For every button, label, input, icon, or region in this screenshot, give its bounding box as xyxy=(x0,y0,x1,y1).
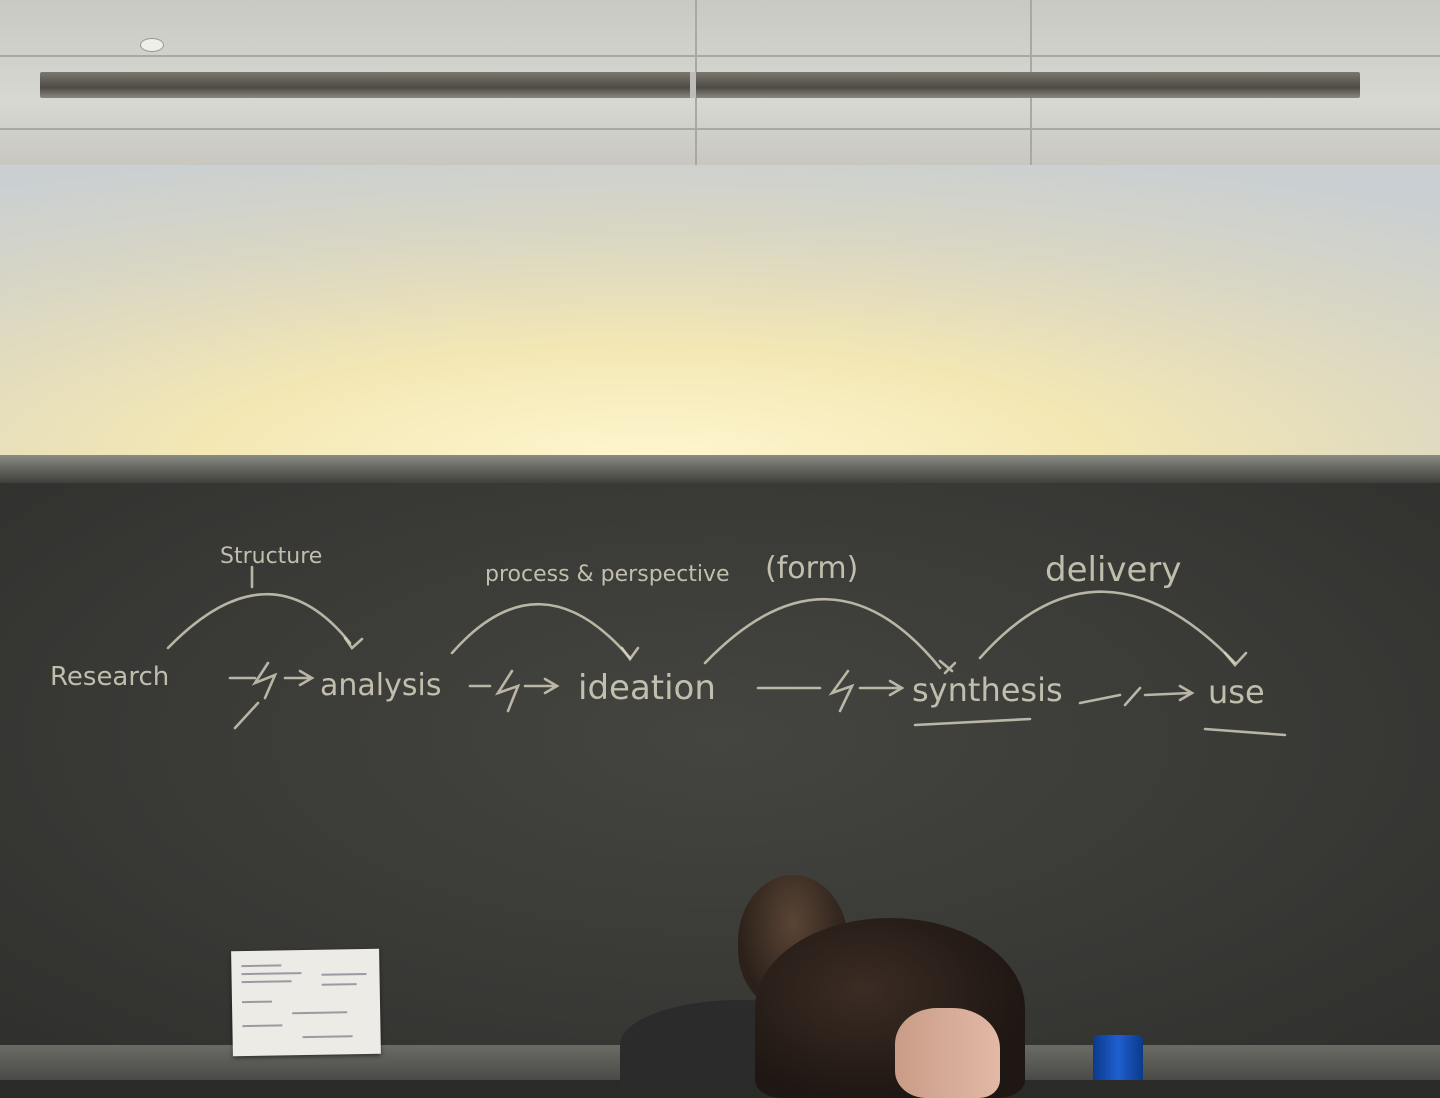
paper-note xyxy=(231,948,381,1057)
ceiling-seam xyxy=(0,128,1440,130)
paper-text-line xyxy=(241,980,292,984)
arrow-synthesis-use xyxy=(1078,684,1195,707)
paper-text-line xyxy=(302,1035,353,1039)
lit-wall xyxy=(0,165,1440,460)
arc-label-process: process & perspective xyxy=(485,562,730,587)
paper-text-line xyxy=(241,964,282,968)
synthesis-arrowhead xyxy=(938,659,957,675)
smoke-detector xyxy=(140,38,164,52)
use-underline xyxy=(1203,727,1287,737)
ceiling-light-strip xyxy=(40,72,1360,98)
arrow-research-analysis xyxy=(228,661,315,700)
arc-analysis-ideation xyxy=(450,602,632,660)
arc-ideation-synthesis xyxy=(703,597,942,670)
person-front-face xyxy=(895,1008,1000,1098)
arc-label-structure: Structure xyxy=(220,544,322,569)
board-frame xyxy=(0,455,1440,485)
ceiling-seam xyxy=(0,55,1440,57)
chalk-stroke xyxy=(233,701,260,730)
arrow-ideation-synthesis xyxy=(756,669,905,713)
synthesis-underline xyxy=(913,717,1032,727)
step-synthesis: synthesis xyxy=(912,671,1063,709)
arc-synthesis-use xyxy=(978,590,1237,665)
paper-text-line xyxy=(242,1024,283,1028)
ideation-arrowhead xyxy=(620,646,640,662)
light-strip-divider xyxy=(690,72,696,98)
arc-label-delivery: delivery xyxy=(1045,550,1182,590)
paper-text-line xyxy=(241,972,302,976)
step-research: Research xyxy=(50,662,169,692)
analysis-arrowhead xyxy=(343,636,364,650)
step-analysis: analysis xyxy=(320,668,441,703)
arc-label-form: (form) xyxy=(765,551,858,586)
water-bottle xyxy=(1093,1035,1143,1080)
paper-text-line xyxy=(241,1000,272,1004)
step-use: use xyxy=(1208,673,1265,711)
paper-text-line xyxy=(321,972,367,976)
step-ideation: ideation xyxy=(578,668,716,708)
paper-text-line xyxy=(321,983,357,986)
use-arrowhead xyxy=(1223,651,1248,667)
person-front xyxy=(745,918,1035,1098)
ceiling xyxy=(0,0,1440,168)
chalk-diagram: Structure process & perspective (form) d… xyxy=(50,544,1287,737)
arrow-analysis-ideation xyxy=(468,669,560,713)
arc-research-analysis xyxy=(166,592,352,650)
paper-text-line xyxy=(292,1011,348,1015)
